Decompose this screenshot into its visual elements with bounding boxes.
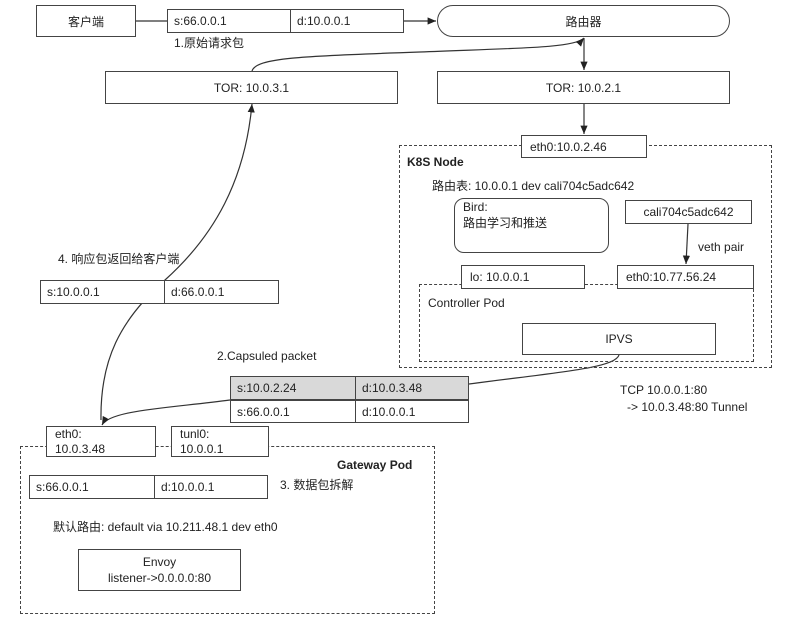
gw-packet-label: 3. 数据包拆解 bbox=[280, 478, 354, 492]
capsule-to-eth0-arrow bbox=[101, 399, 231, 426]
gw-packet-src-cell: s:66.0.0.1 bbox=[29, 475, 155, 499]
cali-box: cali704c5adc642 bbox=[625, 200, 752, 224]
packet1-src-cell: s:66.0.0.1 bbox=[167, 9, 291, 33]
envoy-box: Envoy listener->0.0.0.0:80 bbox=[78, 549, 241, 591]
lo-label: lo: 10.0.0.1 bbox=[470, 270, 530, 284]
envoy-title: Envoy bbox=[142, 555, 177, 569]
controller-pod-title: Controller Pod bbox=[428, 296, 505, 310]
packet4-dst: d:66.0.0.1 bbox=[171, 285, 225, 299]
pod-eth0-label: eth0:10.77.56.24 bbox=[626, 270, 717, 284]
veth-pair-label: veth pair bbox=[698, 240, 745, 254]
packet2-label: 2.Capsuled packet bbox=[217, 349, 317, 363]
controller-pod-container bbox=[419, 284, 754, 362]
packet1-label: 1.原始请求包 bbox=[174, 36, 245, 50]
lo-box: lo: 10.0.0.1 bbox=[461, 265, 585, 289]
envoy-listener: listener->0.0.0.0:80 bbox=[107, 571, 212, 585]
packet2-inner-dst: d:10.0.0.1 bbox=[362, 404, 416, 419]
route-table-text: 路由表: 10.0.0.1 dev cali704c5adc642 bbox=[432, 179, 635, 193]
router-label: 路由器 bbox=[565, 14, 602, 29]
tor-left-box: TOR: 10.0.3.1 bbox=[105, 71, 398, 104]
packet1-dst-cell: d:10.0.0.1 bbox=[290, 9, 404, 33]
packet2-outer-dst-cell: d:10.0.3.48 bbox=[355, 376, 469, 401]
router-box: 路由器 bbox=[437, 5, 730, 37]
packet2-outer-src-cell: s:10.0.2.24 bbox=[230, 376, 356, 401]
ipvs-label: IPVS bbox=[605, 332, 633, 346]
gw-eth0-box: eth0:10.0.3.48 bbox=[46, 426, 156, 457]
packet2-outer-src: s:10.0.2.24 bbox=[237, 381, 297, 395]
packet2-inner-src: s:66.0.0.1 bbox=[237, 404, 290, 419]
packet1-dst: d:10.0.0.1 bbox=[297, 14, 351, 28]
bird-title: Bird: bbox=[463, 200, 488, 214]
cali-label: cali704c5adc642 bbox=[643, 205, 734, 219]
gw-packet-dst-cell: d:10.0.0.1 bbox=[154, 475, 268, 499]
gw-packet-src: s:66.0.0.1 bbox=[36, 480, 89, 494]
veth-pair-arrow bbox=[682, 223, 691, 265]
packet2-inner-dst-cell: d:10.0.0.1 bbox=[355, 400, 469, 423]
tcp-rule-line1: TCP 10.0.0.1:80 bbox=[620, 383, 708, 397]
node-eth0-label: eth0:10.0.2.46 bbox=[530, 139, 607, 154]
tcp-rule-line2: -> 10.0.3.48:80 Tunnel bbox=[627, 400, 748, 414]
gw-eth0-name: eth0: bbox=[55, 427, 82, 441]
bird-desc: 路由学习和推送 bbox=[463, 216, 548, 230]
tunl0-box: tunl0:10.0.0.1 bbox=[171, 426, 269, 457]
packet2-inner-src-cell: s:66.0.0.1 bbox=[230, 400, 356, 423]
packet4-dst-cell: d:66.0.0.1 bbox=[164, 280, 279, 304]
packet4-label: 4. 响应包返回给客户端 bbox=[58, 252, 180, 266]
tor-left-to-router-arrow bbox=[251, 37, 585, 72]
packet2-outer-dst: d:10.0.3.48 bbox=[362, 381, 423, 395]
packet4-src: s:10.0.0.1 bbox=[47, 285, 100, 299]
tunl0-name: tunl0: bbox=[180, 427, 210, 441]
pod-eth0-box: eth0:10.77.56.24 bbox=[617, 265, 754, 289]
client-label: 客户端 bbox=[67, 14, 104, 29]
tor-right-box: TOR: 10.0.2.1 bbox=[437, 71, 730, 104]
tunl0-ip: 10.0.0.1 bbox=[180, 442, 224, 456]
gw-packet-dst: d:10.0.0.1 bbox=[161, 480, 215, 494]
tor-right-label: TOR: 10.0.2.1 bbox=[545, 80, 622, 95]
default-route-text: 默认路由: default via 10.211.48.1 dev eth0 bbox=[53, 520, 278, 534]
gw-eth0-ip: 10.0.3.48 bbox=[55, 442, 106, 456]
ipvs-to-capsule-line bbox=[468, 354, 620, 385]
eth0-to-tor-left-arrow bbox=[100, 103, 255, 421]
ipvs-box: IPVS bbox=[522, 323, 716, 355]
packet1-src: s:66.0.0.1 bbox=[174, 14, 227, 28]
node-eth0-box: eth0:10.0.2.46 bbox=[521, 135, 647, 158]
packet4-src-cell: s:10.0.0.1 bbox=[40, 280, 165, 304]
k8s-node-title: K8S Node bbox=[407, 155, 464, 169]
gateway-pod-title: Gateway Pod bbox=[337, 458, 413, 472]
bird-box: Bird: 路由学习和推送 bbox=[454, 198, 609, 253]
tor-left-label: TOR: 10.0.3.1 bbox=[213, 80, 290, 95]
client-box: 客户端 bbox=[36, 5, 136, 37]
